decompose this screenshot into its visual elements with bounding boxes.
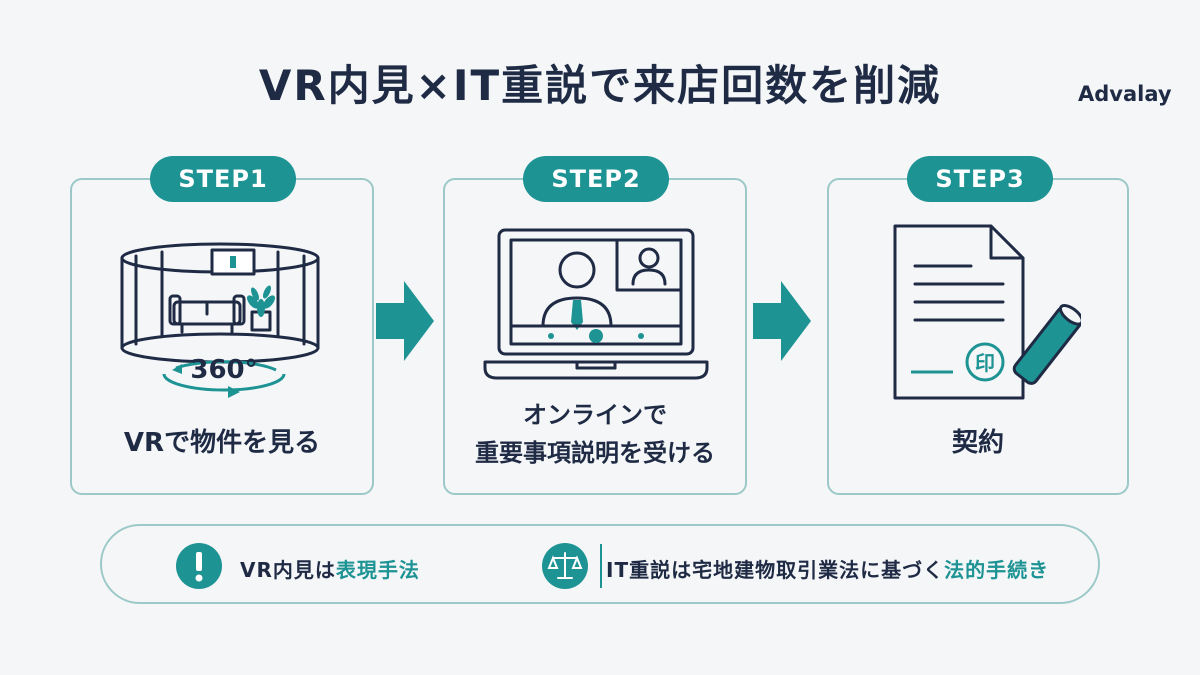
arrow-right-icon: [753, 281, 813, 365]
notes-divider: [600, 544, 602, 588]
vr-room-360-icon: 360°: [116, 236, 326, 420]
note-it-highlight: 法的手続き: [944, 558, 1050, 582]
step1-card: STEP1: [70, 156, 374, 495]
arrow-right-icon: [376, 281, 436, 365]
step2-label-line1: オンラインで: [523, 401, 667, 429]
notes-box: VR内見は表現手法 IT重説は宅地建物取引業法に基づく法的手続き: [100, 524, 1100, 604]
stamp-seal-label: 印: [975, 351, 995, 375]
step2-label-line2: 重要事項説明を受ける: [475, 439, 715, 467]
note-vr-highlight: 表現手法: [335, 558, 420, 582]
exclamation-icon: [176, 543, 222, 593]
laptop-video-call-icon: [481, 226, 711, 390]
vr-360-label: 360°: [190, 355, 257, 385]
step3-card: STEP3 印 契約: [827, 156, 1129, 495]
step2-card: STEP2 オンラインで 重要事項説明を受ける: [443, 156, 747, 495]
scales-icon: [542, 543, 588, 593]
note-it: IT重説は宅地建物取引業法に基づく法的手続き: [606, 554, 1049, 583]
contract-document-stamp-icon: 印: [891, 222, 1084, 406]
step1-label: VRで物件を見る: [123, 428, 321, 458]
note-vr-prefix: VR内見は: [240, 558, 336, 582]
note-it-prefix: IT重説は宅地建物取引業法に基づく: [606, 558, 945, 582]
step3-label: 契約: [951, 428, 1004, 458]
note-vr: VR内見は表現手法: [240, 554, 420, 583]
step1-badge: STEP1: [150, 156, 296, 202]
step2-badge: STEP2: [523, 156, 669, 202]
page-title: VR内見×IT重説で来店回数を削減: [258, 61, 942, 110]
brand-logo: Advalay: [1078, 82, 1172, 106]
step3-badge: STEP3: [907, 156, 1053, 202]
